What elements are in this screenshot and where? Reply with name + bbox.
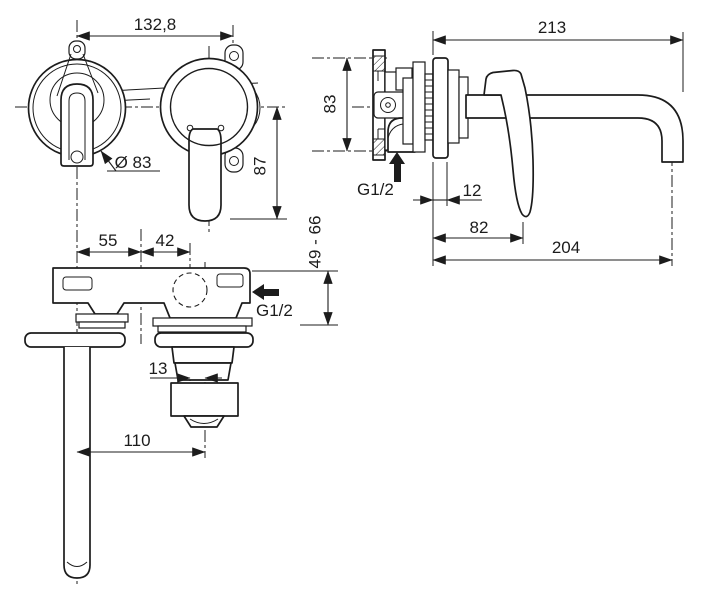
dim-spout-to-outlet-label: 110 <box>123 431 150 450</box>
dim-handle-projection-label: 82 <box>470 218 489 237</box>
handle-rosette-inner-ring <box>169 67 249 147</box>
cartridge-hidden-circle <box>172 272 208 308</box>
rail-notches <box>377 70 385 139</box>
dim-mounting-depth: 49 - 66 <box>252 216 338 326</box>
spout-tube-side <box>465 94 684 163</box>
g12-arrow-up-icon <box>389 152 405 182</box>
spout-collar-b <box>78 321 126 329</box>
g12-arrow-left-icon <box>252 284 279 300</box>
wall-plate-side <box>432 57 449 159</box>
body-port-right <box>216 273 244 288</box>
spout-wing-lines <box>56 53 99 97</box>
dim-total-projection: 213 <box>432 18 684 92</box>
body-cap-a <box>447 69 460 144</box>
outlet-collar-b <box>157 325 247 333</box>
aerator-block <box>170 382 239 417</box>
dim-spout-projection-label: 204 <box>552 238 580 257</box>
spout-tube-end-arc <box>66 561 88 567</box>
g12-plan-label: G1/2 <box>256 301 293 320</box>
rail-hatch-bottom <box>372 138 386 156</box>
dim-body-to-cartridge-label: 42 <box>156 231 175 250</box>
handle-lever-side <box>483 69 535 218</box>
thread-lines <box>425 79 433 135</box>
inlet-elbow-inner <box>387 123 404 139</box>
dim-plate-thickness: 12 <box>413 162 482 266</box>
dim-handle-drop: 87 <box>230 106 287 220</box>
outlet-cylinder <box>171 346 235 364</box>
aerator-tip <box>183 415 225 428</box>
outlet-collar-a <box>152 317 253 327</box>
spout-screw <box>70 150 84 164</box>
connection-g12-plan: G1/2 <box>252 284 293 320</box>
bracket-screw-center <box>385 102 391 108</box>
spout-tube-plan <box>63 347 91 579</box>
dim-rosette-diameter: Ø 83 <box>100 150 160 172</box>
spout-pipe-front <box>60 83 94 167</box>
aerator-tip-arc <box>189 418 219 424</box>
side-view: G1/2 213 83 12 82 20 <box>312 18 684 266</box>
body-ring-large <box>412 61 426 153</box>
dim-mounting-depth-label: 49 - 66 <box>305 216 324 269</box>
dim-total-projection-label: 213 <box>538 18 566 37</box>
inwall-body-plan <box>52 267 251 319</box>
handle-dot-left <box>186 124 194 132</box>
handle-rosette-plan <box>154 332 254 348</box>
dim-spout-to-body-label: 55 <box>99 231 118 250</box>
g12-side-label: G1/2 <box>357 180 394 199</box>
rail-hatch-top <box>372 55 386 72</box>
spout-top-tab <box>68 40 86 60</box>
spout-tab-hole <box>73 45 81 53</box>
dim-spout-projection: 204 <box>432 238 673 265</box>
connection-g12-side: G1/2 <box>357 152 405 199</box>
dim-outlet-offset: 13 <box>149 359 222 383</box>
body-port-left <box>62 276 93 291</box>
dim-rosette-diameter-label: Ø 83 <box>115 153 152 172</box>
dim-hole-spacing: 132,8 <box>76 15 234 41</box>
dim-hole-spacing-label: 132,8 <box>134 15 177 34</box>
dim-spout-to-body: 55 <box>76 231 142 257</box>
body-ring-small <box>402 77 414 145</box>
spout-rosette-plan <box>24 332 126 348</box>
dim-body-height-label: 83 <box>320 95 339 114</box>
dim-handle-projection: 82 <box>432 218 524 244</box>
threaded-section <box>424 73 434 141</box>
bracket-screw <box>380 97 396 113</box>
dim-body-height: 83 <box>320 57 352 152</box>
dim-spout-to-outlet: 110 <box>76 431 206 457</box>
mounting-ear-bottom-hole <box>229 156 239 166</box>
dim-outlet-offset-label: 13 <box>149 359 168 378</box>
plan-view: 55 42 49 - 66 G1/2 13 110 <box>24 216 338 579</box>
front-view: 132,8 Ø 83 87 <box>15 15 287 585</box>
dim-plate-thickness-label: 12 <box>463 181 482 200</box>
dim-handle-drop-label: 87 <box>250 157 269 176</box>
dim-body-to-cartridge: 42 <box>140 231 191 257</box>
handle-dot-right <box>217 124 225 132</box>
spout-pipe-inner <box>68 92 86 160</box>
spout-collar-a <box>75 313 129 323</box>
mounting-ear-top-hole <box>229 51 239 61</box>
